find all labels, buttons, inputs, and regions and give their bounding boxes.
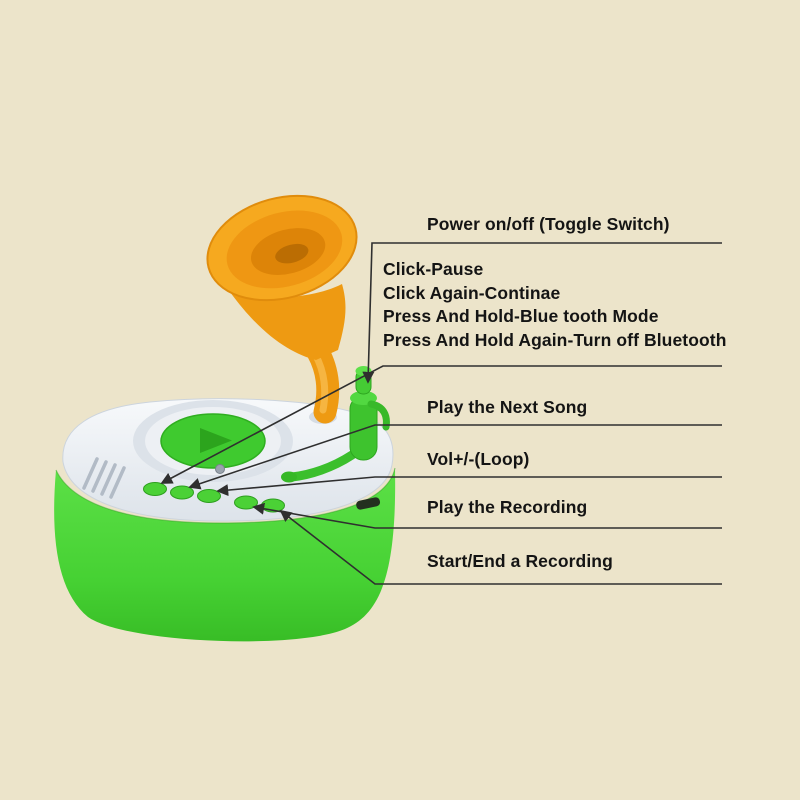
next-song-button: [170, 485, 194, 500]
connector-next-song: [188, 424, 722, 490]
connector-pause: [160, 365, 722, 484]
annotation-next-song: Play the Next Song: [427, 397, 588, 417]
gramophone-horn: [206, 194, 358, 424]
pivot-peg: [215, 464, 225, 474]
connector-start-end-recording: [279, 509, 722, 585]
play-recording-button: [234, 495, 258, 510]
speaker-grill-icon: [82, 457, 126, 499]
annotation-pause-line-3: Press And Hold-Blue tooth Mode: [383, 306, 659, 326]
annotation-play-recording: Play the Recording: [427, 497, 588, 517]
play-icon: [200, 428, 232, 453]
connector-volume: [216, 476, 722, 497]
annotation-pause-line-4: Press And Hold Again-Turn off Bluetooth: [383, 329, 727, 350]
annotation-pause-line-2: Click Again-Continae: [383, 282, 561, 303]
annotation-power: Power on/off (Toggle Switch): [427, 214, 670, 234]
annotation-start-end-recording: Start/End a Recording: [427, 551, 613, 571]
annotation-pause-block: Click-Pause Click Again-Continae Press A…: [383, 258, 727, 352]
pause-button: [143, 482, 167, 496]
connector-play-recording: [252, 502, 722, 529]
connector-power: [362, 242, 722, 384]
device-body: [54, 467, 396, 642]
side-port: [356, 497, 381, 510]
annotation-pause-line-1: Click-Pause: [383, 259, 484, 279]
annotation-volume: Vol+/-(Loop): [427, 449, 530, 469]
